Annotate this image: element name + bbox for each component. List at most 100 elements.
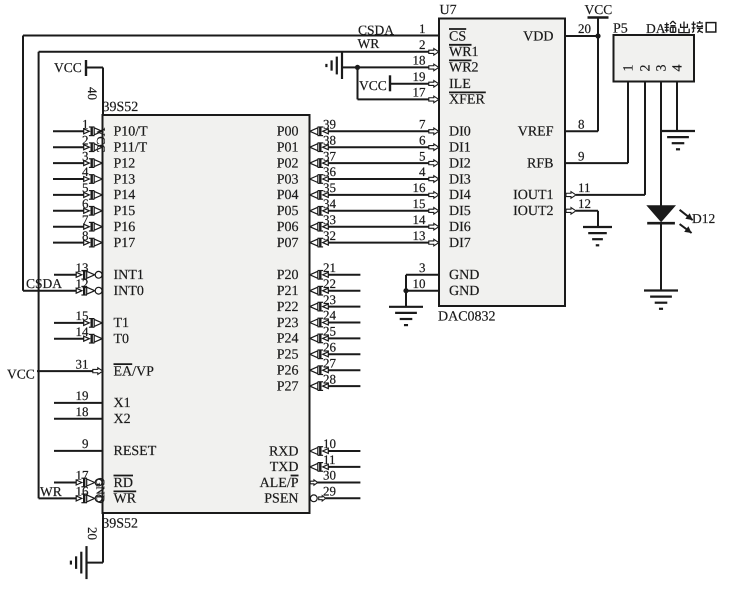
svg-text:IOUT1: IOUT1	[513, 188, 553, 203]
svg-text:36: 36	[323, 164, 337, 179]
svg-text:ILE: ILE	[449, 77, 471, 92]
svg-text:P07: P07	[277, 236, 299, 251]
svg-text:WR2: WR2	[449, 61, 479, 76]
svg-text:P24: P24	[277, 332, 299, 347]
svg-text:23: 23	[323, 292, 336, 307]
svg-text:2: 2	[639, 65, 654, 72]
svg-text:IOUT2: IOUT2	[513, 204, 553, 219]
svg-text:2: 2	[419, 37, 426, 52]
svg-text:19: 19	[413, 69, 426, 84]
svg-text:32: 32	[323, 228, 336, 243]
svg-text:RFB: RFB	[527, 156, 553, 171]
svg-text:4: 4	[419, 164, 426, 179]
svg-text:5: 5	[419, 148, 426, 163]
svg-text:10: 10	[413, 276, 426, 291]
svg-text:P17: P17	[114, 236, 136, 251]
svg-text:CSDA: CSDA	[26, 276, 62, 291]
svg-text:VCC: VCC	[54, 60, 82, 75]
svg-text:RXD: RXD	[269, 444, 299, 459]
svg-text:P04: P04	[277, 188, 299, 203]
svg-text:P5: P5	[613, 22, 628, 37]
svg-text:WR: WR	[358, 36, 380, 51]
svg-text:3: 3	[655, 65, 670, 72]
svg-text:X2: X2	[114, 412, 131, 427]
svg-text:P11/T: P11/T	[114, 141, 148, 156]
svg-text:18: 18	[413, 53, 426, 68]
svg-text:22: 22	[323, 276, 336, 291]
svg-text:GND: GND	[449, 284, 479, 299]
svg-text:DA: DA	[646, 21, 666, 36]
svg-text:P00: P00	[277, 125, 299, 140]
svg-text:P15: P15	[114, 204, 136, 219]
svg-text:37: 37	[323, 148, 337, 163]
svg-text:34: 34	[323, 196, 337, 211]
svg-text:DI3: DI3	[449, 172, 471, 187]
svg-text:P26: P26	[277, 364, 299, 379]
svg-text:GND: GND	[449, 268, 479, 283]
svg-text:P25: P25	[277, 348, 299, 363]
svg-text:ALE/P: ALE/P	[260, 476, 299, 491]
svg-text:INT0: INT0	[114, 284, 144, 299]
svg-text:13: 13	[413, 228, 426, 243]
svg-text:8: 8	[82, 228, 89, 243]
svg-text:PSEN: PSEN	[264, 492, 298, 507]
svg-text:P20: P20	[277, 268, 299, 283]
svg-text:15: 15	[413, 196, 426, 211]
svg-text:11: 11	[323, 452, 336, 467]
svg-text:VCC: VCC	[94, 128, 108, 153]
svg-text:P05: P05	[277, 204, 299, 219]
svg-text:CSDA: CSDA	[358, 22, 394, 37]
svg-text:26: 26	[323, 340, 337, 355]
svg-text:T0: T0	[114, 332, 130, 347]
svg-text:XFER: XFER	[449, 93, 485, 108]
svg-text:EA/VP: EA/VP	[114, 364, 155, 379]
svg-text:VDD: VDD	[523, 29, 553, 44]
svg-text:DI4: DI4	[449, 188, 471, 203]
svg-text:WR: WR	[40, 484, 62, 499]
svg-text:CS: CS	[449, 29, 466, 44]
svg-text:P16: P16	[114, 220, 136, 235]
svg-text:RESET: RESET	[114, 444, 157, 459]
svg-text:5: 5	[82, 180, 89, 195]
svg-text:16: 16	[76, 484, 90, 499]
svg-text:P22: P22	[277, 300, 299, 315]
svg-text:31: 31	[76, 356, 89, 371]
svg-text:20: 20	[85, 527, 100, 540]
svg-text:40: 40	[85, 87, 100, 100]
svg-text:39: 39	[323, 117, 336, 132]
svg-text:P02: P02	[277, 156, 299, 171]
svg-text:16: 16	[413, 180, 427, 195]
svg-text:P10/T: P10/T	[114, 125, 149, 140]
svg-text:29: 29	[323, 484, 336, 499]
svg-text:9: 9	[82, 436, 89, 451]
svg-text:P06: P06	[277, 220, 299, 235]
svg-text:DI6: DI6	[449, 220, 471, 235]
svg-text:3: 3	[82, 148, 89, 163]
svg-text:25: 25	[323, 324, 336, 339]
svg-text:7: 7	[419, 117, 426, 132]
svg-text:P12: P12	[114, 156, 136, 171]
svg-text:P13: P13	[114, 172, 136, 187]
svg-text:10: 10	[323, 436, 336, 451]
svg-text:21: 21	[323, 260, 336, 275]
svg-text:DI5: DI5	[449, 204, 471, 219]
svg-text:1: 1	[622, 65, 637, 72]
svg-text:12: 12	[76, 276, 89, 291]
svg-text:1: 1	[419, 21, 426, 36]
svg-text:17: 17	[413, 85, 427, 100]
svg-text:P14: P14	[114, 188, 136, 203]
svg-text:T1: T1	[114, 316, 130, 331]
svg-text:2: 2	[82, 132, 89, 147]
svg-text:14: 14	[76, 324, 90, 339]
svg-text:DI2: DI2	[449, 156, 471, 171]
svg-text:P21: P21	[277, 284, 299, 299]
svg-text:3: 3	[419, 260, 426, 275]
svg-text:GND: GND	[94, 478, 108, 504]
svg-text:X1: X1	[114, 396, 131, 411]
svg-text:VCC: VCC	[359, 78, 387, 93]
svg-text:20: 20	[578, 21, 591, 36]
svg-text:TXD: TXD	[270, 460, 299, 475]
svg-text:27: 27	[323, 355, 337, 370]
svg-text:INT1: INT1	[114, 268, 144, 283]
svg-text:DAC0832: DAC0832	[438, 310, 496, 325]
